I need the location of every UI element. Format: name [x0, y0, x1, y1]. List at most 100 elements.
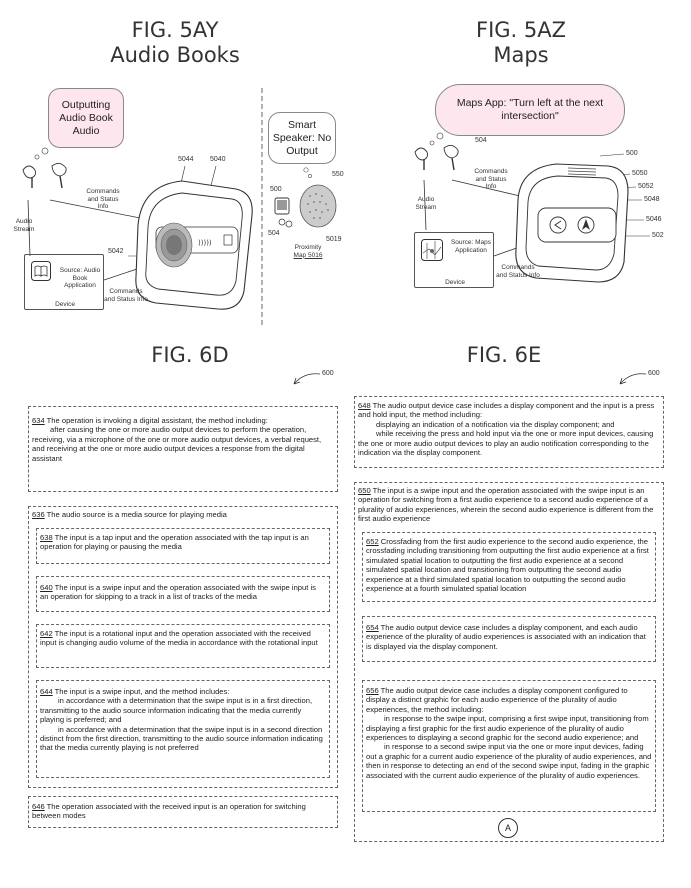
book-icon [31, 261, 51, 281]
fig-5az-title: FIG. 5AZ Maps [436, 18, 606, 68]
box-634-main: The operation is invoking a digital assi… [46, 416, 268, 425]
box-648-indent2: while receiving the press and hold input… [358, 429, 660, 457]
box-644-main: The input is a swipe input, and the meth… [54, 687, 230, 696]
fig-5ay-title: FIG. 5AY Audio Books [90, 18, 260, 68]
box-644: 644 The input is a swipe input, and the … [36, 680, 330, 778]
box-654-main: The audio output device case includes a … [366, 623, 646, 651]
device-label-5az: Device [445, 279, 465, 286]
ref-5046: 5046 [646, 216, 662, 223]
thought-dots-right [429, 132, 444, 146]
box-648-text: 648 The audio output device case include… [358, 401, 660, 420]
audio-book-bubble: Outputting Audio Book Audio [48, 88, 124, 148]
thought-dots-left [34, 147, 49, 160]
thought-dots-speaker [303, 167, 312, 178]
smart-speaker-bubble-text: Smart Speaker: No Output [272, 118, 332, 157]
box-652-text: 652 Crossfading from the first audio exp… [366, 537, 652, 593]
box-650-num: 650 [358, 486, 371, 495]
box-650: 650 The input is a swipe input and the o… [354, 482, 664, 842]
smart-speaker-bubble: Smart Speaker: No Output [268, 112, 336, 164]
maps-bubble-text: Maps App: "Turn left at the next interse… [456, 97, 604, 122]
ref-5019: 5019 [326, 236, 342, 243]
fig-6e-title: FIG. 6E [466, 343, 542, 367]
commands-status-bottom-5ay: Commands and Status Info [104, 288, 148, 303]
svg-text:))))): ))))) [198, 239, 212, 247]
fig-5ay-title-line2: Audio Books [110, 43, 240, 67]
maps-bubble: Maps App: "Turn left at the next interse… [435, 84, 625, 136]
box-652-num: 652 [366, 537, 379, 546]
commands-status-top-5ay: Commands and Status Info [86, 188, 120, 210]
ref-502: 502 [652, 232, 664, 239]
ref-600-6e: 600 [648, 370, 660, 377]
box-656-indent1: in response to the swipe input, comprisi… [366, 714, 652, 742]
box-652-main: Crossfading from the first audio experie… [366, 537, 649, 594]
box-634: 634 The operation is invoking a digital … [28, 406, 338, 492]
audio-case-5az [515, 163, 629, 283]
box-648-indent1: displaying an indication of a notificati… [358, 420, 660, 429]
box-646: 646 The operation associated with the re… [28, 796, 338, 828]
audio-book-bubble-text: Outputting Audio Book Audio [59, 98, 113, 137]
proximity-label: Proximity Map 5016 [286, 244, 330, 259]
phone-icon [274, 197, 290, 215]
box-646-num: 646 [32, 802, 45, 811]
proximity-map-text: Map 5016 [293, 251, 323, 259]
box-636: 636 The audio source is a media source f… [28, 506, 338, 788]
ref-arrow-6d [293, 373, 321, 385]
source-maps: Source: Maps Application [450, 239, 492, 254]
box-644-indent2: in accordance with a determination that … [40, 725, 326, 753]
box-638-main: The input is a tap input and the operati… [40, 533, 309, 552]
fig-6d-title: FIG. 6D [151, 343, 229, 367]
box-636-text: 636 The audio source is a media source f… [32, 510, 334, 519]
box-644-indent1-text: in accordance with a determination that … [40, 696, 313, 725]
box-654-num: 654 [366, 623, 379, 632]
box-644-indent1: in accordance with a determination that … [40, 696, 326, 724]
box-640-num: 640 [40, 583, 53, 592]
box-656-indent2-text: in response to a second swipe input via … [366, 742, 652, 780]
device-box-5ay: Source: Audio Book Application Device [24, 254, 104, 310]
device-box-5az: Source: Maps Application Device [414, 232, 494, 288]
ref-5044: 5044 [178, 156, 194, 163]
box-634-indent: after causing the one or more audio outp… [32, 425, 334, 463]
ref-504-5ay: 504 [268, 230, 280, 237]
box-656-indent1-text: in response to the swipe input, comprisi… [366, 714, 649, 743]
ref-500-5az: 500 [626, 150, 638, 157]
earbuds-icon [22, 163, 67, 189]
box-634-text: 634 The operation is invoking a digital … [32, 416, 334, 425]
smart-speaker-icon [299, 184, 337, 228]
box-650-text: 650 The input is a swipe input and the o… [358, 486, 660, 524]
source-audio-book: Source: Audio Book Application [59, 267, 101, 289]
box-640: 640 The input is a swipe input and the o… [36, 576, 330, 612]
box-646-text: 646 The operation associated with the re… [32, 802, 334, 821]
proximity-text: Proximity [294, 244, 322, 251]
ref-550: 550 [332, 171, 344, 178]
box-656-text: 656 The audio output device case include… [366, 686, 652, 714]
audio-stream-5az: Audio Stream [415, 196, 437, 211]
box-648: 648 The audio output device case include… [354, 396, 664, 468]
box-644-indent2-text: in accordance with a determination that … [40, 724, 323, 753]
box-638: 638 The input is a tap input and the ope… [36, 528, 330, 564]
box-634-num: 634 [32, 416, 45, 425]
box-642-main: The input is a rotational input and the … [40, 629, 318, 648]
box-640-main: The input is a swipe input and the opera… [40, 583, 316, 602]
box-652: 652 Crossfading from the first audio exp… [362, 532, 656, 602]
box-648-num: 648 [358, 401, 371, 410]
ref-5052: 5052 [638, 183, 654, 190]
box-634-indent-text: after causing the one or more audio outp… [32, 425, 322, 463]
connector-a-label: A [504, 823, 511, 833]
box-656: 656 The audio output device case include… [362, 680, 656, 812]
ref-5040: 5040 [210, 156, 226, 163]
map-icon [421, 239, 443, 261]
box-638-num: 638 [40, 533, 53, 542]
ref-500-5ay: 500 [270, 186, 282, 193]
ref-arrow-6e [619, 373, 647, 385]
box-636-num: 636 [32, 510, 45, 519]
box-654-text: 654 The audio output device case include… [366, 623, 652, 651]
box-644-text: 644 The input is a swipe input, and the … [40, 687, 326, 696]
device-label-5ay: Device [55, 301, 75, 308]
ref-600-6d: 600 [322, 370, 334, 377]
commands-status-bottom-5az: Commands and Status Info [496, 264, 540, 279]
box-636-main: The audio source is a media source for p… [46, 510, 227, 519]
fig-5az-title-line2: Maps [493, 43, 549, 67]
ref-5050: 5050 [632, 170, 648, 177]
box-640-text: 640 The input is a swipe input and the o… [40, 583, 326, 602]
